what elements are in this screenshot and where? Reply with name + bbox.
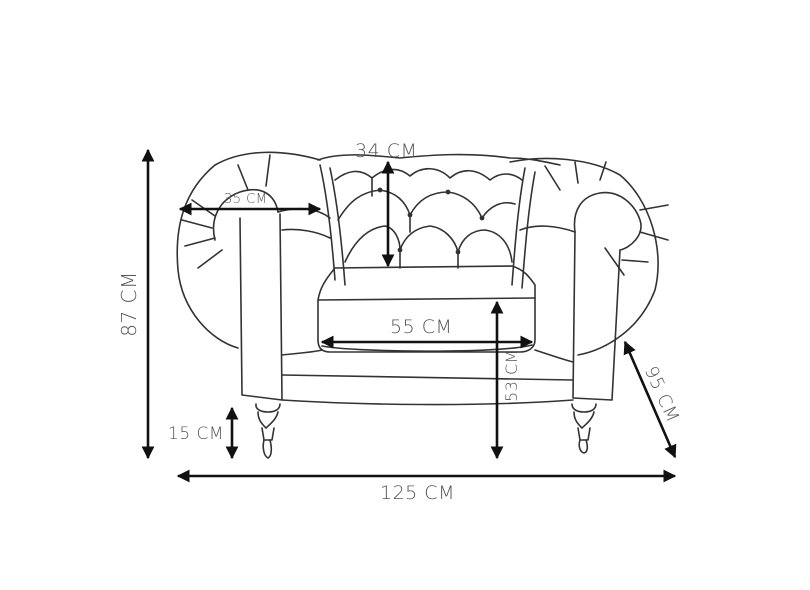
dimension-arrows — [141, 148, 677, 483]
seat-height-label: 53 CM — [501, 349, 521, 402]
backrest-height-label: 34 CM — [355, 140, 418, 162]
total-width-label: 125 CM — [380, 482, 455, 504]
arm-width-label: 35 CM — [224, 192, 268, 207]
depth-arrow — [623, 340, 677, 459]
total-height-label: 87 CM — [116, 271, 141, 337]
seat-width-label: 55 CM — [390, 316, 453, 338]
leg-height-label: 15 CM — [168, 424, 225, 444]
